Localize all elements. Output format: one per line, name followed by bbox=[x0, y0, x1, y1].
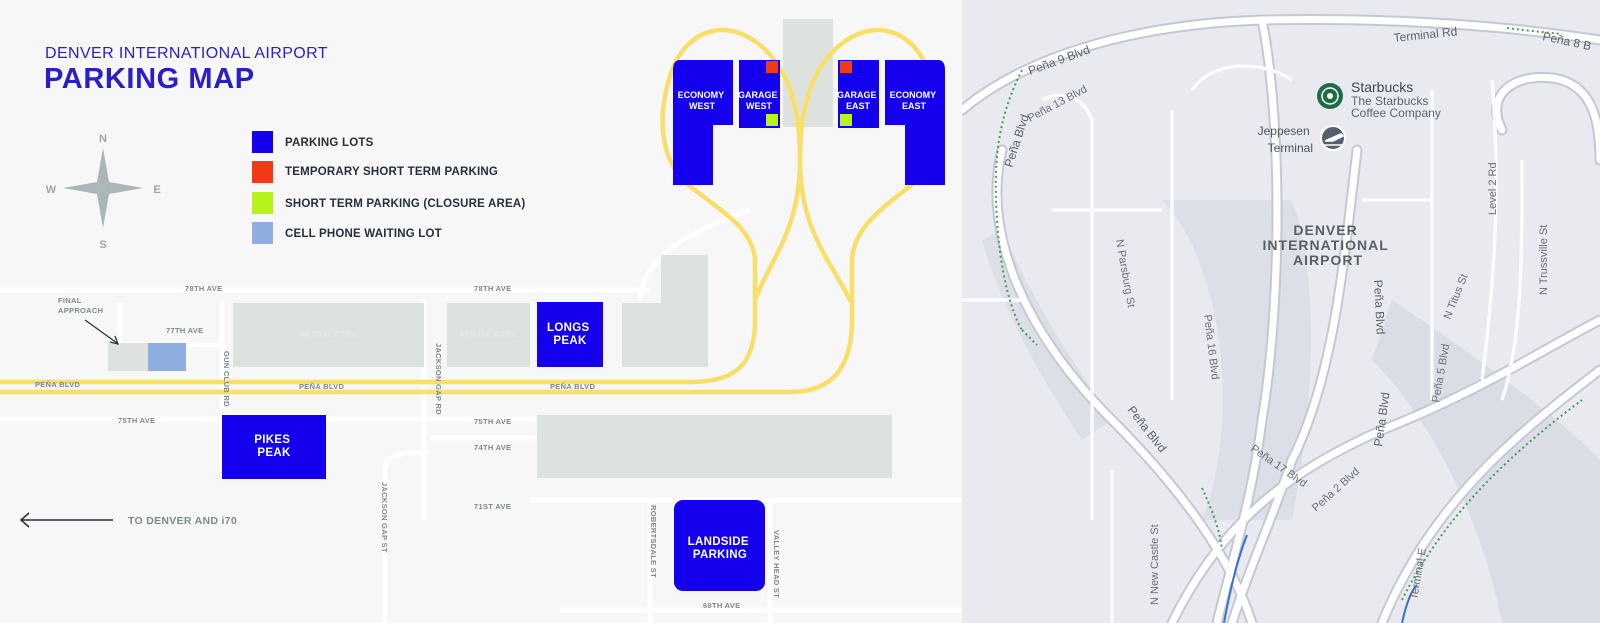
street-75th-ave-left: 75TH AVE bbox=[118, 416, 155, 425]
legend-swatch-closure bbox=[252, 192, 273, 214]
legend-swatch-temp bbox=[252, 161, 273, 183]
street-map-drawing: Peña 9 Blvd Terminal Rd Peña 8 B Peña 13… bbox=[962, 0, 1600, 623]
poi-subtitle: The Starbucks Coffee Company bbox=[1351, 94, 1441, 120]
legend-label-closure: SHORT TERM PARKING (CLOSURE AREA) bbox=[285, 198, 525, 210]
terminal-block bbox=[783, 19, 833, 127]
street-jackson-gap-rd: JACKSON GAP RD bbox=[434, 343, 443, 415]
garage-west-closure-area[interactable] bbox=[766, 114, 778, 126]
parking-lots bbox=[222, 60, 945, 591]
green-trails bbox=[994, 27, 1583, 601]
longs-peak-lot[interactable] bbox=[537, 302, 603, 367]
road-n-trussville-st: N Trussville St bbox=[1538, 225, 1550, 295]
legend-label-cell: CELL PHONE WAITING LOT bbox=[285, 228, 442, 240]
street-68th-ave: 68TH AVE bbox=[703, 601, 740, 610]
rental-cars-label-1: RENTAL CARS bbox=[301, 330, 358, 339]
road-pena-blvd-mid: Peña Blvd bbox=[1371, 279, 1388, 334]
parking-map-drawing: ECONOMY WEST GARAGE WEST GARAGE EAST ECO… bbox=[0, 19, 945, 610]
starbucks-poi[interactable]: Starbucks The Starbucks Coffee Company bbox=[1317, 79, 1441, 120]
to-denver-label: TO DENVER AND i70 bbox=[128, 515, 237, 527]
road-n-new-castle-st: N New Castle St bbox=[1149, 524, 1161, 605]
airport-label: DENVER INTERNATIONAL AIRPORT bbox=[1263, 222, 1394, 268]
economy-east-lot[interactable] bbox=[885, 60, 945, 185]
legend-label-parking: PARKING LOTS bbox=[285, 137, 374, 149]
building-blocks bbox=[108, 19, 892, 478]
garage-west-temp-parking[interactable] bbox=[766, 61, 778, 73]
street-78th-ave-left: 78TH AVE bbox=[185, 284, 222, 293]
compass-s: S bbox=[99, 239, 106, 251]
final-approach-block bbox=[108, 343, 148, 371]
garage-east-label: GARAGE EAST bbox=[837, 90, 879, 111]
legend-label-temp: TEMPORARY SHORT TERM PARKING bbox=[285, 166, 498, 178]
economy-west-lot[interactable] bbox=[673, 60, 733, 185]
block-c bbox=[537, 415, 892, 478]
street-robertsdale-st: ROBERTSDALE ST bbox=[649, 505, 658, 578]
economy-west-label: ECONOMY WEST bbox=[678, 90, 727, 111]
cell-phone-lot[interactable] bbox=[148, 343, 186, 371]
road-level-2-rd: Level 2 Rd bbox=[1487, 162, 1499, 215]
map-title: PARKING MAP bbox=[44, 63, 255, 95]
longs-peak-label: LONGS PEAK bbox=[547, 322, 593, 347]
pikes-peak-lot[interactable] bbox=[222, 415, 326, 479]
street-jackson-gap-st: JACKSON GAP ST bbox=[380, 482, 389, 553]
rental-cars-label-2: RENTAL CARS bbox=[460, 330, 517, 339]
compass-w: W bbox=[46, 184, 57, 196]
blue-lines bbox=[1223, 534, 1418, 623]
final-approach-arrow-icon bbox=[84, 319, 119, 345]
rental-cars-block-2 bbox=[447, 303, 530, 367]
map-subtitle: DENVER INTERNATIONAL AIRPORT bbox=[45, 45, 328, 62]
legend-swatch-parking bbox=[252, 131, 273, 153]
jeppesen-terminal-poi[interactable]: Jeppesen Terminal bbox=[1258, 124, 1346, 155]
poi-name[interactable]: Starbucks bbox=[1351, 79, 1413, 95]
legend-swatch-cell bbox=[252, 222, 273, 244]
road-terminal-rd: Terminal Rd bbox=[1393, 24, 1458, 45]
street-77th-ave: 77TH AVE bbox=[166, 326, 203, 335]
legend: PARKING LOTS TEMPORARY SHORT TERM PARKIN… bbox=[252, 131, 525, 244]
arrow-left-icon bbox=[19, 512, 113, 528]
street-gun-club-rd: GUN CLUB RD bbox=[222, 351, 231, 407]
street-map[interactable]: Peña 9 Blvd Terminal Rd Peña 8 B Peña 13… bbox=[962, 0, 1600, 623]
street-pena-blvd-2: PEÑA BLVD bbox=[299, 382, 344, 391]
compass-e: E bbox=[153, 184, 160, 196]
street-labels: 78TH AVE 78TH AVE 77TH AVE 75TH AVE 75TH… bbox=[35, 284, 781, 610]
garage-east-temp-parking[interactable] bbox=[840, 61, 852, 73]
landside-parking-label: LANDSIDE PARKING bbox=[688, 536, 753, 561]
compass-n: N bbox=[99, 133, 107, 145]
compass-rose-icon: N S W E bbox=[46, 133, 161, 251]
parking-map: ECONOMY WEST GARAGE WEST GARAGE EAST ECO… bbox=[0, 19, 945, 610]
block-b bbox=[661, 255, 708, 315]
street-75th-ave-right: 75TH AVE bbox=[474, 417, 511, 426]
street-71st-ave: 71ST AVE bbox=[474, 502, 511, 511]
garage-east-closure-area[interactable] bbox=[840, 114, 852, 126]
landside-parking-lot[interactable] bbox=[674, 500, 765, 591]
street-74th-ave: 74TH AVE bbox=[474, 443, 511, 452]
rental-cars-block-1 bbox=[233, 303, 424, 367]
major-roads bbox=[962, 14, 1600, 623]
minor-streets bbox=[962, 64, 1524, 623]
street-78th-ave-right: 78TH AVE bbox=[474, 284, 511, 293]
street-valley-head-st: VALLEY HEAD ST bbox=[772, 530, 781, 598]
pikes-peak-label: PIKES PEAK bbox=[254, 434, 294, 459]
terminal-label: Jeppesen Terminal bbox=[1258, 124, 1313, 155]
street-pena-blvd-1: PEÑA BLVD bbox=[35, 380, 80, 389]
economy-east-label: ECONOMY EAST bbox=[890, 90, 939, 111]
street-pena-blvd-3: PEÑA BLVD bbox=[550, 382, 595, 391]
final-approach-label: FINAL APPROACH bbox=[58, 296, 103, 315]
garage-west-label: GARAGE WEST bbox=[738, 90, 780, 111]
